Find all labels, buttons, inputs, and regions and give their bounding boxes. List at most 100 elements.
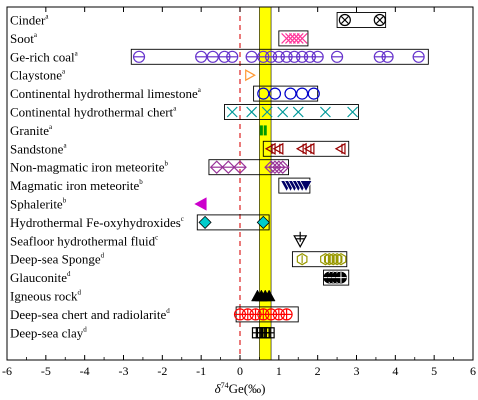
series-soot bbox=[278, 30, 309, 47]
x-tick-label: 0 bbox=[237, 364, 243, 378]
row-label: Sphaleriteb bbox=[10, 197, 67, 212]
data-point bbox=[335, 271, 347, 284]
row-label-sup: b bbox=[165, 160, 169, 168]
x-tick-label: -3 bbox=[119, 364, 129, 378]
range-box bbox=[130, 48, 429, 65]
row-label-text: Seafloor hydrothermal fluid bbox=[10, 233, 156, 248]
series-cinder bbox=[336, 12, 387, 28]
data-point bbox=[296, 87, 309, 100]
x-tick-label: -1 bbox=[196, 364, 206, 378]
data-point bbox=[263, 125, 267, 136]
range-box bbox=[278, 177, 311, 194]
series-continental-hydrothermal-limestone bbox=[253, 85, 320, 102]
data-point bbox=[245, 50, 258, 63]
data-point bbox=[381, 50, 394, 63]
series-deep-sea-sponge bbox=[291, 251, 348, 268]
row-label-text: Non-magmatic iron meteorite bbox=[10, 160, 165, 175]
row-label: Deep-sea clayd bbox=[10, 325, 87, 340]
row-label-text: Soot bbox=[10, 31, 34, 46]
row-label-sup: d bbox=[101, 252, 105, 260]
x-tick-label: 4 bbox=[392, 364, 398, 378]
series-deep-sea-chert-and-radiolarite bbox=[233, 306, 299, 323]
row-label-text: Magmatic iron meteorite bbox=[10, 178, 139, 193]
series-claystone bbox=[245, 69, 256, 82]
row-label-sup: a bbox=[45, 13, 49, 21]
row-label-sup: a bbox=[62, 68, 66, 76]
data-point bbox=[221, 160, 236, 175]
x-tick-label: -6 bbox=[2, 364, 12, 378]
data-point bbox=[299, 180, 313, 193]
data-point bbox=[303, 142, 315, 155]
data-point bbox=[373, 13, 386, 27]
x-tick-label: 6 bbox=[470, 364, 476, 378]
x-tick-label: -4 bbox=[80, 364, 90, 378]
data-point bbox=[330, 50, 344, 63]
data-point bbox=[288, 32, 300, 44]
data-point bbox=[338, 13, 351, 27]
row-label-text: Sphalerite bbox=[10, 197, 63, 212]
data-point bbox=[285, 32, 296, 44]
series-hydrothermal-fe-oxyhydroxides bbox=[196, 214, 270, 231]
x-tick-label: -5 bbox=[41, 364, 51, 378]
data-point bbox=[209, 160, 224, 175]
row-label-text: Continental hydrothermal limestone bbox=[10, 86, 198, 101]
series-deep-sea-clay bbox=[251, 327, 275, 339]
row-label-sup: d bbox=[67, 270, 71, 278]
data-point bbox=[132, 50, 146, 63]
data-point bbox=[284, 87, 297, 100]
data-point bbox=[335, 253, 347, 266]
data-point bbox=[262, 289, 276, 302]
series-granite bbox=[259, 125, 267, 136]
row-label: Seafloor hydrothermal fluidc bbox=[10, 233, 158, 248]
row-label-text: Igneous rock bbox=[10, 289, 78, 304]
row-label: Deep-sea Sponged bbox=[10, 252, 105, 267]
row-label-sup: a bbox=[75, 49, 79, 57]
row-label: Sandstonea bbox=[10, 141, 67, 156]
data-point bbox=[268, 87, 282, 100]
row-label: Continental hydrothermal cherta bbox=[10, 105, 177, 120]
row-label-text: Deep-sea Sponge bbox=[10, 252, 101, 267]
row-label: Claystonea bbox=[10, 68, 66, 83]
row-label-sup: a bbox=[34, 31, 38, 39]
data-point bbox=[296, 32, 308, 44]
row-label: Cindera bbox=[10, 13, 49, 28]
data-point bbox=[263, 327, 275, 339]
row-label-sup: c bbox=[181, 215, 184, 223]
x-tick-label: 1 bbox=[276, 364, 282, 378]
row-label-sup: d bbox=[83, 325, 87, 333]
data-point bbox=[261, 106, 273, 118]
row-label-sup: b bbox=[63, 197, 67, 205]
data-point bbox=[275, 160, 290, 175]
series-ge-rich-coal bbox=[130, 48, 429, 65]
row-label-text: Sandstone bbox=[10, 141, 64, 156]
range-box bbox=[291, 251, 348, 268]
data-point bbox=[233, 160, 247, 175]
data-point bbox=[281, 32, 293, 44]
data-point bbox=[293, 231, 308, 249]
x-tick-label: -2 bbox=[157, 364, 167, 378]
row-label: Magmatic iron meteoriteb bbox=[10, 178, 143, 193]
row-label-sup: a bbox=[198, 86, 202, 94]
range-box bbox=[253, 85, 319, 102]
series-non-magmatic-iron-meteorite bbox=[208, 159, 290, 176]
row-label-text: Granite bbox=[10, 123, 49, 138]
row-label-sup: b bbox=[139, 178, 143, 186]
data-point bbox=[198, 215, 212, 229]
data-point bbox=[277, 106, 289, 118]
data-point bbox=[296, 253, 308, 266]
row-label: Igneous rockd bbox=[10, 289, 82, 304]
row-label-sup: c bbox=[155, 233, 158, 241]
x-tick-label: 3 bbox=[354, 364, 360, 378]
row-label-text: Continental hydrothermal chert bbox=[10, 105, 174, 120]
row-label-sup: a bbox=[63, 141, 67, 149]
series-sphalerite bbox=[194, 197, 207, 211]
data-point bbox=[280, 308, 293, 321]
data-point bbox=[292, 32, 304, 44]
row-label-text: Ge-rich coal bbox=[10, 49, 75, 64]
data-point bbox=[311, 50, 324, 63]
data-point bbox=[257, 87, 270, 100]
row-label-text: Claystone bbox=[10, 68, 62, 83]
x-tick-label: 2 bbox=[315, 364, 321, 378]
